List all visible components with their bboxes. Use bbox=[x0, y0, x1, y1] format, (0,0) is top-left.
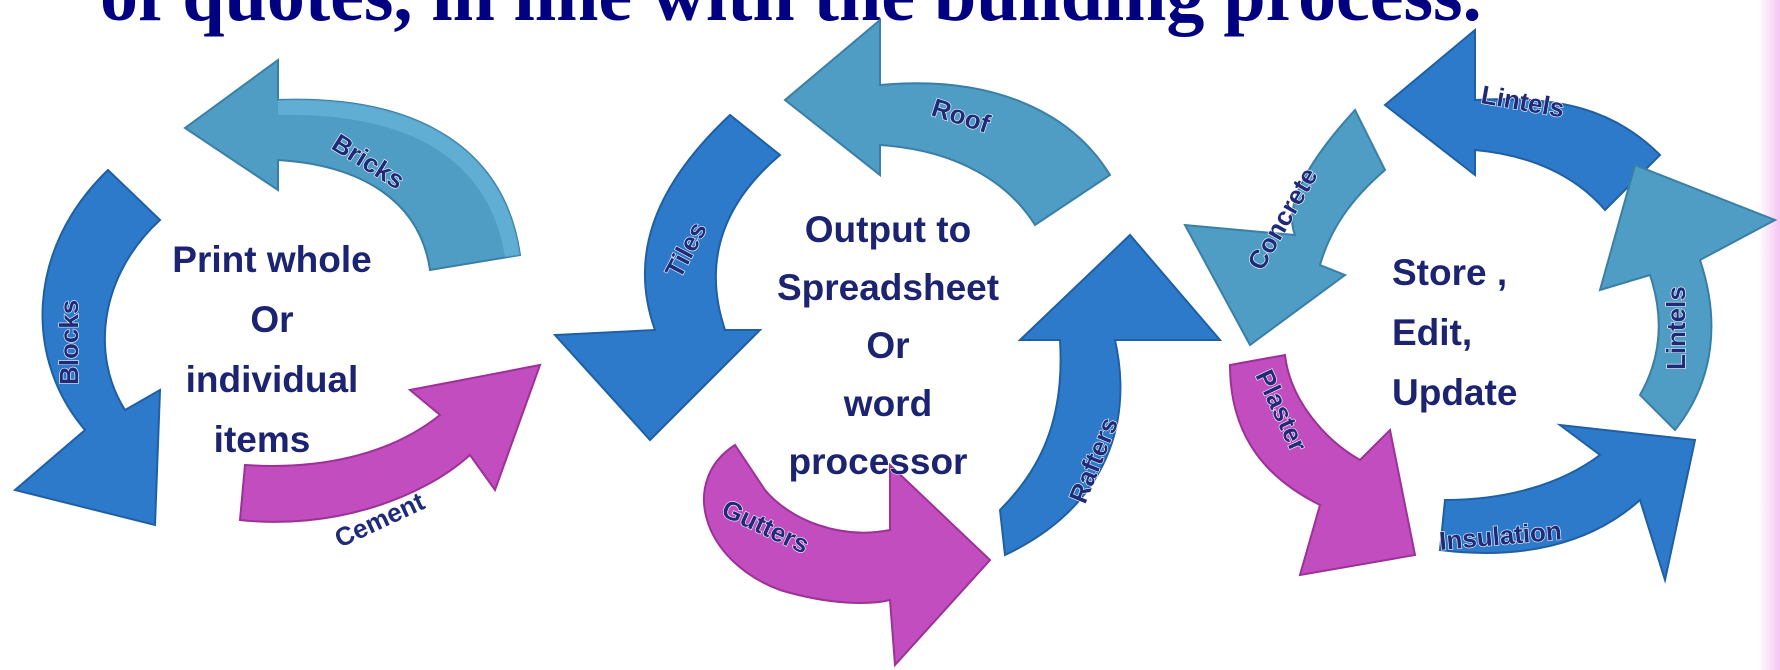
center-line-3: individual bbox=[186, 359, 359, 400]
center-line-5: processor bbox=[789, 441, 968, 482]
arrow-cement bbox=[238, 363, 542, 523]
slide-heading: of quotes, in line with the building pro… bbox=[100, 0, 1482, 37]
center-line-4: items bbox=[214, 419, 311, 460]
arrow-label-lintels-right: Lintels bbox=[1661, 286, 1691, 370]
center-line-1: Output to bbox=[805, 209, 971, 250]
arrow-rafters bbox=[998, 233, 1223, 557]
arrow-insulation bbox=[1438, 423, 1697, 584]
center-line-2: Edit, bbox=[1392, 312, 1472, 353]
cycle-print: Bricks Blocks Cement Print whole Or indi… bbox=[12, 58, 542, 554]
arrow-tiles bbox=[552, 113, 782, 442]
center-line-3: Or bbox=[866, 325, 909, 366]
arrow-lintels-right bbox=[1598, 163, 1778, 432]
center-line-3: Update bbox=[1392, 372, 1517, 413]
arrow-concrete bbox=[1183, 108, 1387, 347]
cycle-output: Roof Tiles Gutters Rafters Output to Spr… bbox=[552, 17, 1223, 668]
arrow-plaster bbox=[1228, 353, 1417, 577]
arrow-roof bbox=[783, 17, 1112, 227]
center-line-1: Print whole bbox=[172, 239, 371, 280]
arrow-label-blocks: Blocks bbox=[54, 300, 84, 385]
center-line-1: Store , bbox=[1392, 252, 1507, 293]
cycle-store: Lintels Concrete Lintels Plaster Insulat… bbox=[1183, 27, 1778, 584]
arrow-blocks bbox=[12, 168, 162, 527]
arrow-gutters bbox=[702, 443, 992, 668]
arrow-lintels-top bbox=[1383, 27, 1662, 212]
center-line-4: word bbox=[843, 383, 932, 424]
center-line-2: Spreadsheet bbox=[777, 267, 999, 308]
slide-edge-border bbox=[1758, 0, 1780, 670]
center-line-2: Or bbox=[250, 299, 293, 340]
